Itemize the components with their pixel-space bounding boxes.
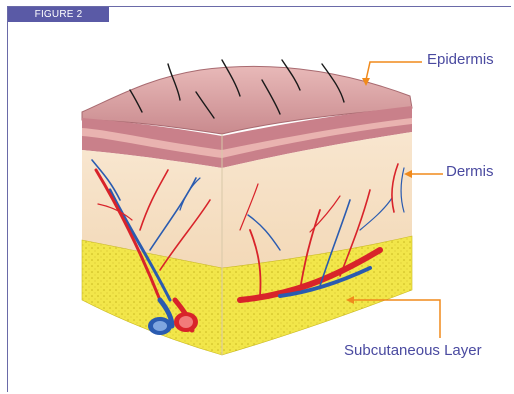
- subcutaneous-layer-label: Subcutaneous Layer: [344, 342, 482, 359]
- epidermis-leader: [366, 62, 422, 80]
- epidermis-label: Epidermis: [427, 51, 494, 68]
- dermis-label: Dermis: [446, 163, 494, 180]
